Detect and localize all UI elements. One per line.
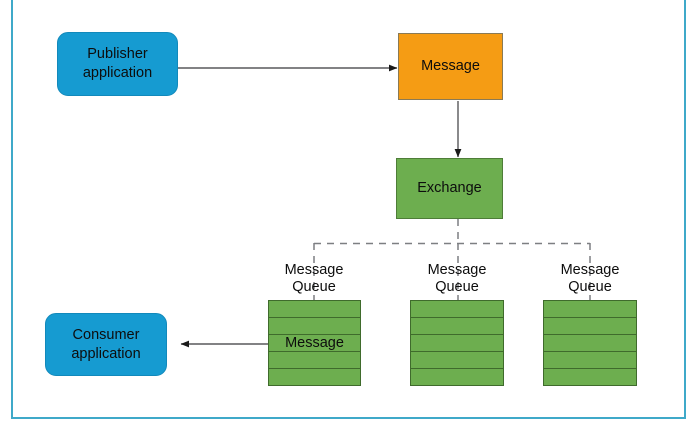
queue-cell[interactable] <box>411 335 503 352</box>
queue-cell[interactable] <box>269 352 360 369</box>
frame-right-border <box>684 0 686 419</box>
consumer-application-node[interactable]: Consumer application <box>45 313 167 376</box>
publisher-application-node[interactable]: Publisher application <box>57 32 178 96</box>
message-queue-1[interactable]: Message <box>268 300 361 386</box>
message-queue-3[interactable] <box>543 300 637 386</box>
queue-cell-message[interactable]: Message <box>269 335 360 352</box>
queue-cell[interactable] <box>544 318 636 335</box>
queue-label-3: Message Queue <box>560 262 620 296</box>
queue-label-1: Message Queue <box>284 262 344 296</box>
message-queue-2[interactable] <box>410 300 504 386</box>
message-node[interactable]: Message <box>398 33 503 100</box>
publisher-application-label: Publisher application <box>82 46 153 81</box>
queue-cell[interactable] <box>269 369 360 385</box>
exchange-node[interactable]: Exchange <box>396 158 503 219</box>
frame-bottom-border <box>11 417 686 419</box>
queue-cell[interactable] <box>269 318 360 335</box>
queue-cell[interactable] <box>411 301 503 318</box>
queue-cell[interactable] <box>269 301 360 318</box>
exchange-label: Exchange <box>417 180 482 197</box>
queue-cell[interactable] <box>544 369 636 385</box>
queue-cell[interactable] <box>411 318 503 335</box>
queue-cell[interactable] <box>411 352 503 369</box>
frame-left-border <box>11 0 13 419</box>
queue-cell[interactable] <box>544 301 636 318</box>
consumer-application-label: Consumer application <box>71 326 141 362</box>
queue-cell[interactable] <box>544 335 636 352</box>
queue-cell[interactable] <box>544 352 636 369</box>
queue-cell[interactable] <box>411 369 503 385</box>
message-label: Message <box>421 58 480 75</box>
queue-label-2: Message Queue <box>427 262 487 296</box>
